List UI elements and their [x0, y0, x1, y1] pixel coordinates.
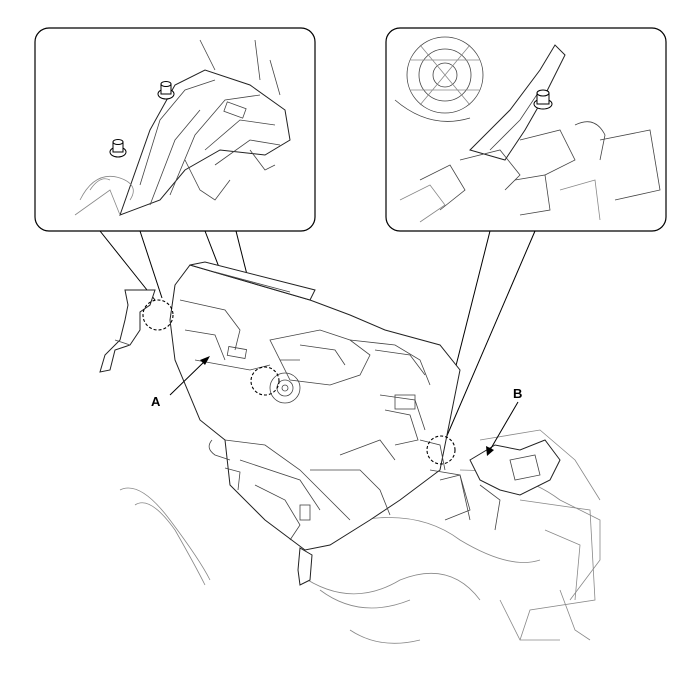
callout-arrow-a [169, 356, 210, 396]
callout-arrow-b [486, 401, 519, 456]
label-b: B [513, 386, 522, 401]
hvac-assembly [99, 261, 601, 644]
fastener-icon [157, 81, 175, 100]
detail-callout-circles [142, 299, 456, 465]
fastener-icon [533, 89, 553, 110]
detail-inset-right [385, 27, 667, 232]
fastener-icon [109, 139, 127, 158]
label-a: A [151, 394, 161, 409]
detail-inset-left [34, 27, 316, 232]
